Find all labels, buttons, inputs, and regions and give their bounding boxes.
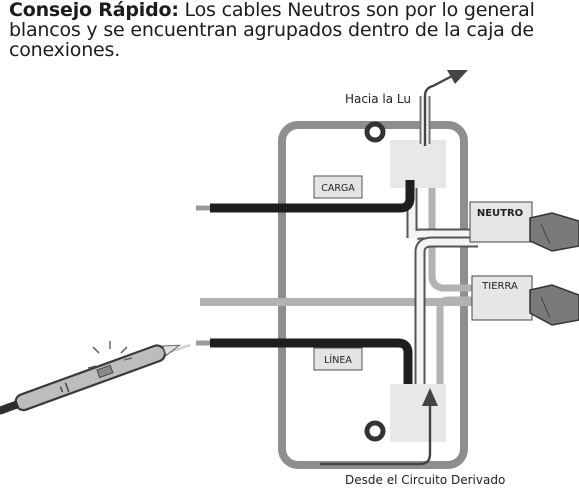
ground-wire	[200, 188, 480, 384]
neutral-label: NEUTRO	[477, 208, 523, 219]
neutral-connector	[469, 201, 579, 252]
mounting-screw-bottom	[364, 420, 386, 442]
line-label-box	[313, 347, 363, 371]
load-label-box	[313, 175, 363, 199]
voltage-tester-icon	[0, 341, 191, 415]
arrow-from-circuit-icon	[320, 388, 438, 466]
mounting-screw-top	[364, 121, 386, 143]
load-label: CARGA	[321, 183, 355, 194]
fixture-terminal-bottom	[390, 384, 446, 442]
quick-tip: Consejo Rápido: Los cables Neutros son p…	[9, 0, 569, 60]
to-light-label: Hacia la Lu	[345, 92, 411, 106]
quick-tip-body: Los cables Neutros son por lo general bl…	[9, 0, 535, 61]
line-wire	[196, 338, 413, 384]
line-label: LÍNEA	[324, 354, 352, 366]
fixture-terminal-top	[390, 140, 446, 188]
quick-tip-heading: Consejo Rápido:	[9, 0, 179, 21]
load-wire	[196, 180, 415, 213]
ground-label: TIERRA	[481, 281, 518, 292]
from-circuit-label: Desde el Circuito Derivado	[345, 473, 505, 487]
arrow-to-light-icon	[423, 70, 468, 146]
ground-connector	[471, 275, 579, 326]
